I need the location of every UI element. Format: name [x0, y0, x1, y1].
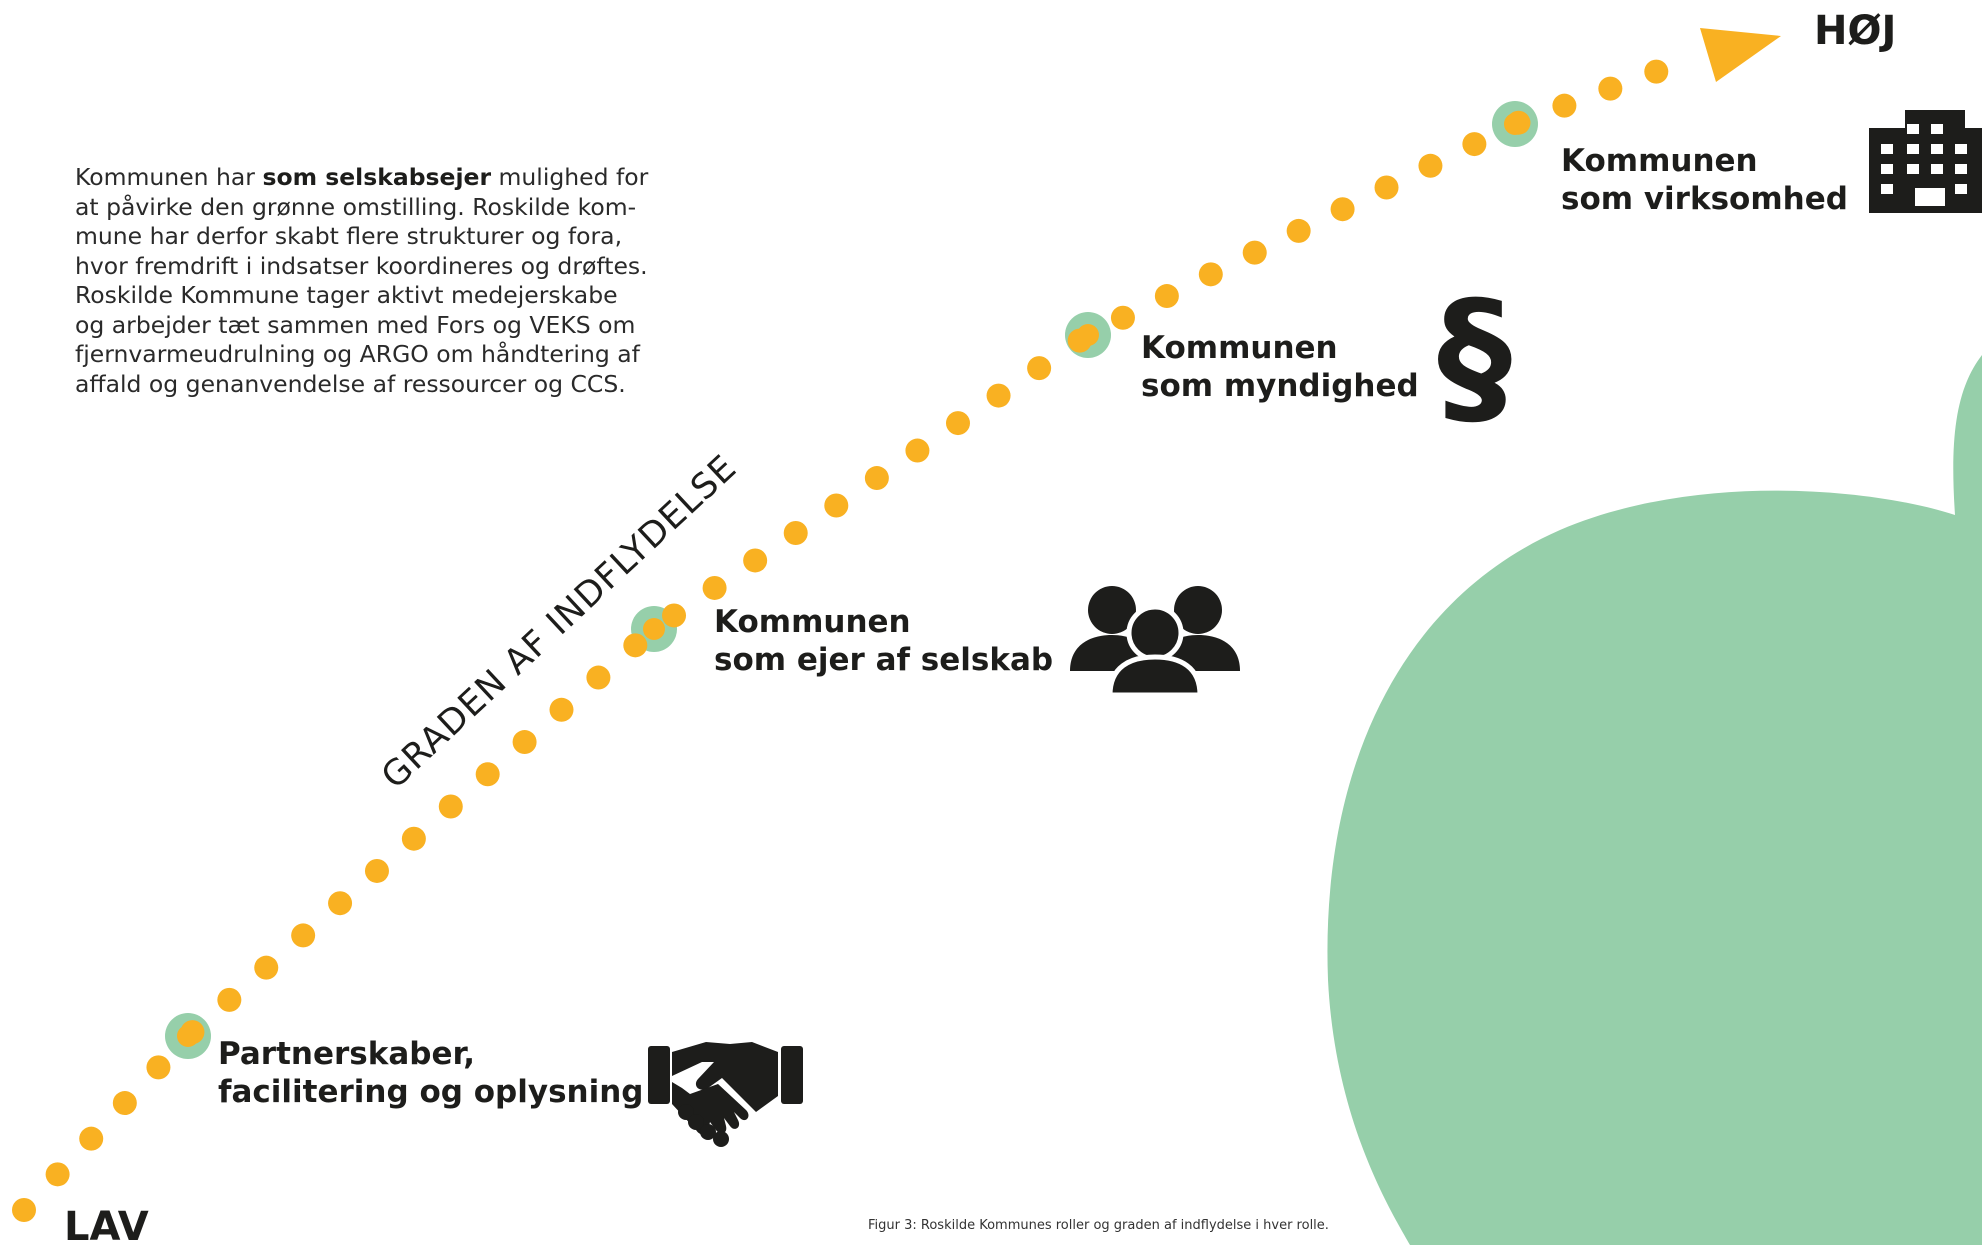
role-label-authority: Kommunen som myndighed	[1141, 329, 1419, 405]
intro-line: hvor fremdrift i indsatser koordineres o…	[75, 252, 715, 282]
role-label-enterprise: Kommunen som virksomhed	[1561, 142, 1848, 218]
intro-bold-phrase: som selskabsejer	[262, 163, 492, 191]
path-dot	[512, 730, 537, 755]
people-group-icon	[1070, 586, 1240, 695]
path-dot	[79, 1126, 104, 1151]
path-dot	[364, 858, 389, 883]
path-dot	[1027, 356, 1052, 381]
path-dot	[217, 987, 242, 1012]
path-dot	[1242, 240, 1267, 265]
influence-dotted-line	[12, 59, 1669, 1222]
path-dot	[1418, 153, 1443, 178]
path-dot	[401, 826, 426, 851]
path-dot	[945, 411, 970, 436]
intro-text: hvor fremdrift i indsatser koordineres o…	[75, 251, 648, 280]
path-dot	[702, 575, 727, 600]
path-dot	[1644, 59, 1669, 84]
path-dot	[1552, 93, 1577, 118]
path-dot	[112, 1091, 137, 1116]
path-dot	[291, 923, 316, 948]
intro-text: Kommunen har	[75, 163, 263, 191]
intro-line: Kommunen har som selskabsejer mulighed f…	[75, 163, 715, 193]
arrow-head-icon	[1700, 28, 1781, 82]
path-dot	[662, 603, 687, 628]
intro-text: Roskilde Kommune tager aktivt medejerska…	[75, 281, 618, 309]
path-dot	[864, 466, 889, 491]
intro-text: fjernvarmeudrulning og ARGO om håndterin…	[75, 340, 640, 368]
path-dot	[1462, 132, 1487, 157]
figure-caption: Figur 3: Roskilde Kommunes roller og gra…	[868, 1218, 1329, 1233]
milestone-dot	[643, 618, 665, 640]
path-dot	[623, 633, 648, 658]
role-line2: som ejer af selskab	[714, 642, 1054, 678]
paragraph-icon: §	[1437, 270, 1512, 444]
high-label: HØJ	[1814, 8, 1897, 54]
green-background-shape	[1327, 355, 1982, 1245]
path-dot	[1598, 76, 1623, 101]
role-line1: Partnerskaber,	[218, 1036, 476, 1072]
role-line2: som virksomhed	[1561, 181, 1848, 217]
intro-text: affald og genanvendelse af ressourcer og…	[75, 369, 626, 398]
role-line1: Kommunen	[1141, 330, 1338, 366]
path-dot	[1154, 284, 1179, 309]
milestone-dot	[177, 1025, 199, 1047]
milestone-dot	[1504, 113, 1526, 135]
role-label-partnerships: Partnerskaber, facilitering og oplysning	[218, 1035, 643, 1111]
path-dot	[45, 1162, 70, 1187]
path-dot	[1110, 305, 1135, 330]
intro-line: at påvirke den grønne omstilling. Roskil…	[75, 193, 715, 223]
intro-line: og arbejder tæt sammen med Fors og VEKS …	[75, 311, 715, 341]
path-dot	[743, 548, 768, 573]
intro-text: og arbejder tæt sammen med Fors og VEKS …	[75, 310, 636, 339]
intro-text: mulighed for	[491, 163, 649, 191]
role-line1: Kommunen	[714, 604, 911, 640]
path-dot	[146, 1055, 171, 1080]
path-dot	[783, 520, 808, 545]
role-line2: som myndighed	[1141, 368, 1419, 404]
role-line1: Kommunen	[1561, 143, 1758, 179]
path-dot	[986, 383, 1011, 408]
intro-line: mune har derfor skabt flere strukturer o…	[75, 222, 715, 252]
milestone-dot	[1077, 324, 1099, 346]
low-label: LAV	[64, 1204, 149, 1250]
path-dot	[1374, 175, 1399, 200]
path-dot	[905, 438, 930, 463]
intro-line: fjernvarmeudrulning og ARGO om håndterin…	[75, 340, 715, 370]
path-dot	[328, 891, 353, 916]
path-dot	[586, 665, 611, 690]
office-building-icon	[1869, 110, 1982, 213]
intro-text: at påvirke den grønne omstilling. Roskil…	[75, 192, 637, 221]
intro-text: mune har derfor skabt flere strukturer o…	[75, 222, 623, 250]
path-dot	[549, 697, 574, 722]
path-dot	[1286, 218, 1311, 243]
intro-paragraph: Kommunen har som selskabsejer mulighed f…	[75, 163, 715, 399]
path-dot	[1198, 262, 1223, 287]
path-dot	[12, 1198, 36, 1222]
handshake-icon	[648, 1042, 803, 1147]
role-label-owner: Kommunen som ejer af selskab	[714, 603, 1053, 679]
role-line2: facilitering og oplysning	[218, 1074, 644, 1110]
intro-line: affald og genanvendelse af ressourcer og…	[75, 370, 715, 400]
path-dot	[1330, 197, 1355, 222]
path-dot	[475, 762, 500, 787]
path-dot	[438, 794, 463, 819]
intro-line: Roskilde Kommune tager aktivt medejerska…	[75, 281, 715, 311]
path-dot	[824, 493, 849, 518]
path-dot	[254, 955, 279, 980]
